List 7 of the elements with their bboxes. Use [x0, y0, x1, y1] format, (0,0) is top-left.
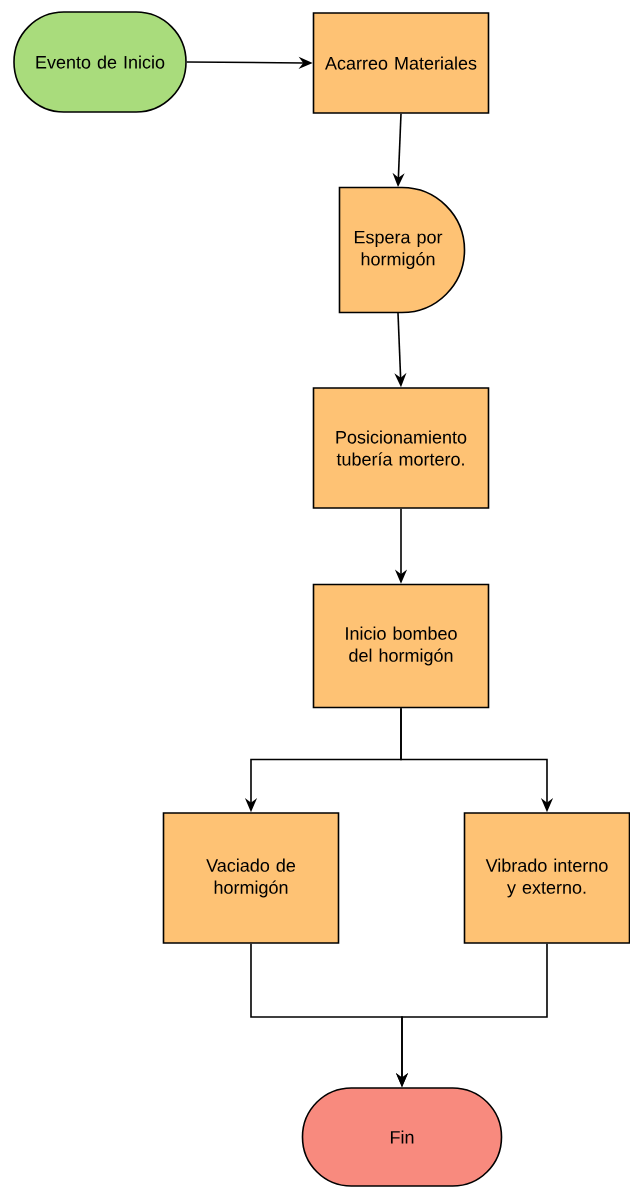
process-box: Acarreo Materiales	[312, 12, 490, 114]
process-box: Posicionamiento tubería mortero.	[312, 387, 490, 509]
process-box: Vibrado interno y externo.	[463, 812, 630, 944]
process-box: Vaciado de hormigón	[162, 812, 340, 944]
end-terminal: Fin	[301, 1087, 503, 1187]
start-terminal: Evento de Inicio	[13, 11, 187, 113]
process-box: Inicio bombeo del hormigón	[312, 583, 490, 709]
